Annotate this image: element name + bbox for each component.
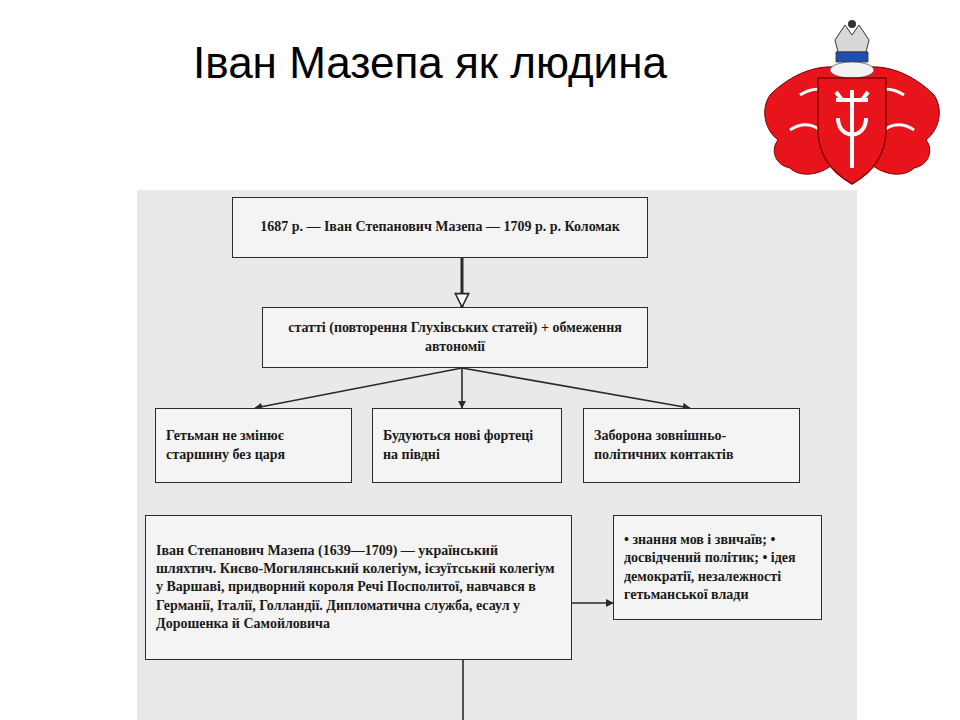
box-text: Іван Степанович Мазепа (1639—1709) — укр… xyxy=(156,542,561,633)
process-box: Заборона зовнішньо-політичних контактів xyxy=(583,408,800,483)
arrow-connector xyxy=(255,368,462,408)
arrow-connector xyxy=(461,368,463,408)
arrow-connector xyxy=(572,602,613,604)
arrow-connector xyxy=(462,368,690,408)
process-box: 1687 р. — Іван Степанович Мазепа — 1709 … xyxy=(232,197,648,258)
process-box: • знання мов і звичаїв; • досвідчений по… xyxy=(613,515,822,620)
box-text: Заборона зовнішньо-політичних контактів xyxy=(594,427,789,463)
process-box: Гетьман не змінює старшину без царя xyxy=(155,408,352,483)
box-text: Будуються нові фортеці на півдні xyxy=(383,427,551,463)
page-title: Іван Мазепа як людина xyxy=(100,38,760,88)
arrow-connector xyxy=(461,258,464,307)
coat-of-arms xyxy=(765,20,940,184)
box-text: • знання мов і звичаїв; • досвідчений по… xyxy=(624,531,811,604)
box-text: статті (повторення Глухівських статей) +… xyxy=(273,319,637,355)
process-box: Іван Степанович Мазепа (1639—1709) — укр… xyxy=(145,515,572,660)
box-text: 1687 р. — Іван Степанович Мазепа — 1709 … xyxy=(243,218,637,236)
process-box: статті (повторення Глухівських статей) +… xyxy=(262,307,648,368)
process-box: Будуються нові фортеці на півдні xyxy=(372,408,562,483)
box-text: Гетьман не змінює старшину без царя xyxy=(166,427,341,463)
scan-background xyxy=(137,190,857,720)
